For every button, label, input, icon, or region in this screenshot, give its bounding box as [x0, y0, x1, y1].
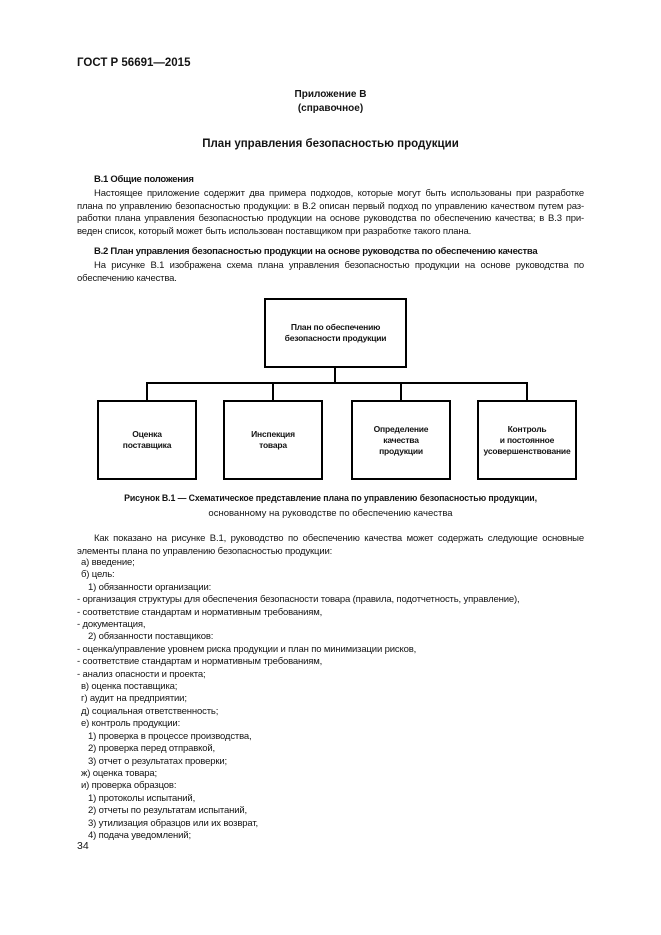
appendix-title: План управления безопасностью продукции: [202, 138, 459, 150]
standard-number-header: ГОСТ Р 56691—2015: [77, 57, 191, 69]
diagram-root-box: План по обеспечению безопасности продукц…: [264, 298, 407, 368]
paragraph-line: На рисунке В.1 изображена схема плана уп…: [94, 260, 584, 271]
list-item: в) оценка поставщика;: [81, 681, 178, 693]
list-item: 2) проверка перед отправкой,: [88, 743, 216, 755]
paragraph-line: Как показано на рисунке В.1, руководство…: [94, 533, 584, 544]
connector-root-stub: [334, 368, 336, 383]
list-item: г) аудит на предприятии;: [81, 693, 187, 705]
diagram-box-goods-inspection: Инспекция товара: [223, 400, 323, 480]
plan-elements-list: а) введение;б) цель:1) обязанности орган…: [77, 557, 584, 842]
section-b1-paragraph: Настоящее приложение содержит два пример…: [77, 188, 584, 238]
paragraph-line: Настоящее приложение содержит два пример…: [94, 188, 584, 199]
diagram-root-label-line: безопасности продукции: [284, 333, 387, 343]
figure-caption-subtitle: основанному на руководстве по обеспечени…: [208, 508, 453, 519]
diagram-box-label-line: усовершенствование: [483, 445, 571, 456]
connector-stub-2: [272, 384, 274, 400]
list-item: 1) проверка в процессе производства,: [88, 730, 252, 742]
list-item: - документация,: [77, 619, 146, 631]
connector-stub-3: [400, 384, 402, 400]
diagram-box-label-line: качества: [383, 434, 419, 445]
list-item: ж) оценка товара;: [81, 767, 158, 779]
list-item: - соответствие стандартам и нормативным …: [77, 656, 323, 668]
appendix-note: (справочное): [297, 102, 364, 114]
list-item: 2) обязанности поставщиков:: [88, 631, 214, 643]
list-item: 4) подача уведомлений;: [88, 829, 191, 841]
list-item: б) цель:: [81, 569, 115, 581]
diagram-box-control-improvement: Контроль и постоянное усовершенствование: [477, 400, 577, 480]
paragraph-line: элементы плана по управлению безопасност…: [77, 545, 333, 557]
diagram-box-supplier-evaluation: Оценка поставщика: [97, 400, 197, 480]
after-figure-paragraph: Как показано на рисунке В.1, руководство…: [77, 533, 584, 558]
diagram-box-label-line: продукции: [379, 445, 423, 456]
section-b2-heading: В.2 План управления безопасностью продук…: [94, 246, 538, 257]
section-b2-paragraph: На рисунке В.1 изображена схема плана уп…: [77, 260, 584, 285]
list-item: а) введение;: [81, 557, 135, 568]
paragraph-line: обеспечению качества.: [77, 272, 177, 284]
list-item: 3) отчет о результатах проверки;: [88, 755, 227, 767]
appendix-label: Приложение В: [294, 89, 367, 100]
list-item: е) контроль продукции:: [81, 718, 181, 730]
list-item: и) проверка образцов:: [81, 780, 177, 792]
figure-caption: Рисунок В.1 — Схематическое представлени…: [60, 490, 601, 522]
list-item: 1) обязанности организации:: [88, 581, 212, 593]
list-item: - анализ опасности и проекта;: [77, 668, 206, 680]
diagram-root-label-line: План по обеспечению: [290, 322, 381, 332]
list-item: 2) отчеты по результатам испытаний,: [88, 805, 248, 817]
list-item: 1) протоколы испытаний,: [88, 792, 196, 804]
diagram-box-label-line: товара: [259, 440, 287, 450]
section-b1-heading: В.1 Общие положения: [94, 174, 194, 185]
list-item: - соответствие стандартам и нормативным …: [77, 606, 323, 618]
figure-b1-diagram: План по обеспечению безопасности продукц…: [77, 296, 584, 482]
appendix-heading: Приложение В (справочное): [77, 88, 584, 115]
paragraph-line: веден список, который может быть использ…: [77, 225, 472, 237]
diagram-box-label-line: Инспекция: [251, 429, 295, 439]
diagram-box-label-line: Определение: [373, 423, 429, 434]
figure-caption-title: Рисунок В.1 — Схематическое представлени…: [124, 493, 537, 503]
connector-horizontal-rail: [146, 382, 528, 384]
paragraph-line: работки плана управления безопасностью п…: [77, 213, 584, 224]
list-item: 3) утилизация образцов или их возврат,: [88, 817, 258, 829]
connector-stub-4: [526, 384, 528, 400]
diagram-box-label-line: Оценка: [132, 429, 162, 439]
page-number: 34: [77, 840, 89, 852]
diagram-box-product-quality: Определение качества продукции: [351, 400, 451, 480]
paragraph-line: плана по управлению безопасностью продук…: [77, 200, 584, 212]
diagram-box-label-line: Контроль: [507, 423, 547, 434]
list-item: - организация структуры для обеспечения …: [77, 594, 520, 606]
diagram-box-label-line: поставщика: [122, 440, 172, 450]
diagram-box-label-line: и постоянное: [499, 434, 555, 445]
list-item: д) социальная ответственность;: [81, 705, 219, 717]
connector-stub-1: [146, 384, 148, 400]
list-item: - оценка/управление уровнем риска продук…: [77, 643, 417, 655]
